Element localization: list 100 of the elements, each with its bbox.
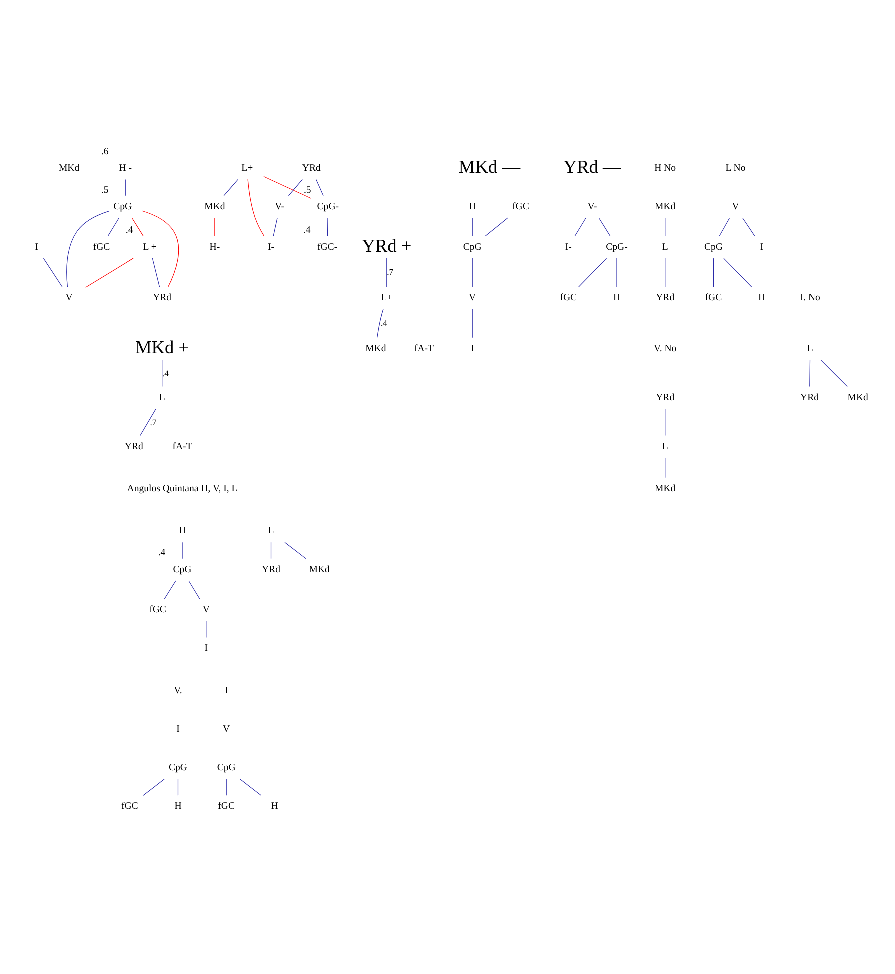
label: fA-T: [172, 441, 192, 452]
node-text: MKd: [366, 343, 386, 354]
node-text: L: [268, 526, 274, 537]
node-text: I: [470, 343, 474, 354]
node-text: fGC: [560, 292, 578, 304]
connector: [264, 176, 312, 199]
connector: [665, 458, 666, 478]
connector: [226, 779, 227, 796]
node-text: V-: [588, 201, 598, 212]
node-text: I-: [268, 242, 275, 253]
node-text: fGC: [512, 201, 530, 212]
label: I. No: [800, 292, 820, 304]
node-label: .4: [126, 225, 134, 236]
label: V.: [174, 685, 182, 696]
node-label: .4: [158, 548, 166, 559]
connector: [665, 408, 666, 436]
node-text: L +: [143, 242, 157, 253]
connector: [182, 542, 183, 560]
connector: [142, 210, 180, 288]
node-label: .5: [101, 184, 109, 196]
connector: [66, 211, 110, 288]
node-text: MKd: [655, 483, 676, 494]
edge-label: .7: [150, 418, 157, 428]
node-text: L: [807, 343, 814, 354]
node-text: CpG-: [317, 201, 340, 212]
node-text: fGC: [150, 604, 166, 616]
connector: [724, 258, 752, 288]
label: L No: [726, 162, 746, 174]
node-text: L+: [242, 162, 254, 174]
node-text: MKd: [848, 392, 868, 404]
node-text: V: [732, 201, 740, 212]
node-text: fGC: [121, 801, 138, 812]
connector: [665, 258, 666, 288]
node-text: fGC: [218, 801, 236, 812]
connector: [132, 218, 144, 237]
node-text: CpG: [173, 564, 192, 576]
connector: [164, 580, 176, 600]
label: Angulos Quintana H, V, I, L: [127, 483, 238, 494]
connector: [224, 179, 238, 196]
node-text: L: [662, 242, 668, 253]
connector: [178, 779, 179, 796]
node-text: YRd: [262, 564, 280, 576]
node-text: H -: [119, 162, 132, 174]
connector: [578, 258, 608, 288]
node-text: CpG: [463, 242, 482, 253]
label: I: [224, 685, 228, 696]
node-text: CpG-: [606, 242, 628, 253]
connector: [598, 218, 611, 237]
node-label: .6: [101, 146, 109, 158]
connector: [327, 218, 328, 237]
edge-label: .7: [387, 267, 394, 278]
connector: [820, 360, 848, 388]
connector: [140, 408, 156, 436]
label: MKd —: [458, 157, 521, 178]
label: V. No: [654, 343, 677, 354]
node-text: L+: [381, 292, 393, 304]
node-label: .4: [303, 225, 311, 236]
node-label: .5: [304, 184, 312, 196]
node-text: CpG=: [114, 201, 138, 212]
node-text: V: [66, 292, 73, 304]
node-text: V: [469, 292, 476, 304]
label: YRd —: [564, 157, 622, 178]
connector: [665, 218, 666, 237]
connector: [386, 258, 388, 288]
node-text: fGC: [705, 292, 722, 304]
label: H No: [654, 162, 676, 174]
node-text: MKd +: [135, 338, 190, 358]
node-text: YRd: [656, 392, 675, 404]
node-text: L: [159, 392, 166, 404]
node-text: YRd: [153, 292, 172, 304]
node-text: H: [758, 292, 766, 304]
connector: [43, 258, 63, 288]
connector: [472, 258, 473, 288]
connector: [472, 218, 473, 237]
node-text: fGC-: [318, 242, 338, 253]
connector: [742, 218, 756, 237]
connector: [713, 258, 714, 288]
node-text: CpG: [169, 762, 188, 774]
node-text: I: [760, 242, 764, 253]
node-text: YRd: [800, 392, 820, 404]
connector: [472, 309, 473, 338]
connector: [316, 179, 324, 196]
node-text: I: [204, 643, 208, 654]
node-text: V-: [275, 201, 285, 212]
label: MKd: [58, 162, 80, 174]
node-text: H: [174, 801, 182, 812]
connector: [214, 218, 216, 237]
node-text: fGC: [93, 242, 110, 253]
connector: [240, 779, 262, 796]
connector: [284, 542, 306, 560]
label: I: [176, 724, 180, 735]
connector: [273, 218, 278, 237]
node-text: H-: [210, 242, 220, 253]
node-text: CpG: [217, 762, 236, 774]
node-text: MKd: [204, 201, 226, 212]
node-text: L: [662, 441, 668, 452]
edge-label: .4: [162, 368, 169, 379]
label: V: [223, 724, 230, 735]
connector: [719, 218, 730, 237]
node-text: YRd +: [362, 236, 412, 256]
